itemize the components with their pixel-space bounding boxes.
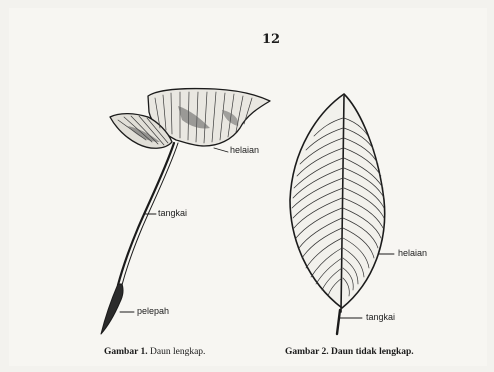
incomplete-leaf-drawing — [290, 94, 394, 334]
figure2-caption-prefix: Gambar 2. — [285, 347, 329, 357]
fig1-sheath-label: pelepah — [137, 306, 169, 316]
figure2-caption-text: Daun tidak lengkap. — [331, 347, 414, 357]
fig2-petiole-label: tangkai — [366, 312, 395, 322]
figure2-caption: Gambar 2. Daun tidak lengkap. — [285, 347, 414, 357]
figure1-caption-text: Daun lengkap. — [150, 347, 205, 357]
fig1-petiole-label: tangkai — [158, 208, 187, 218]
figure1-caption-prefix: Gambar 1. — [104, 347, 148, 357]
figure1-caption: Gambar 1. Daun lengkap. — [104, 347, 205, 357]
fig1-blade-label: helaian — [230, 145, 259, 155]
fig2-blade-label: helaian — [398, 248, 427, 258]
